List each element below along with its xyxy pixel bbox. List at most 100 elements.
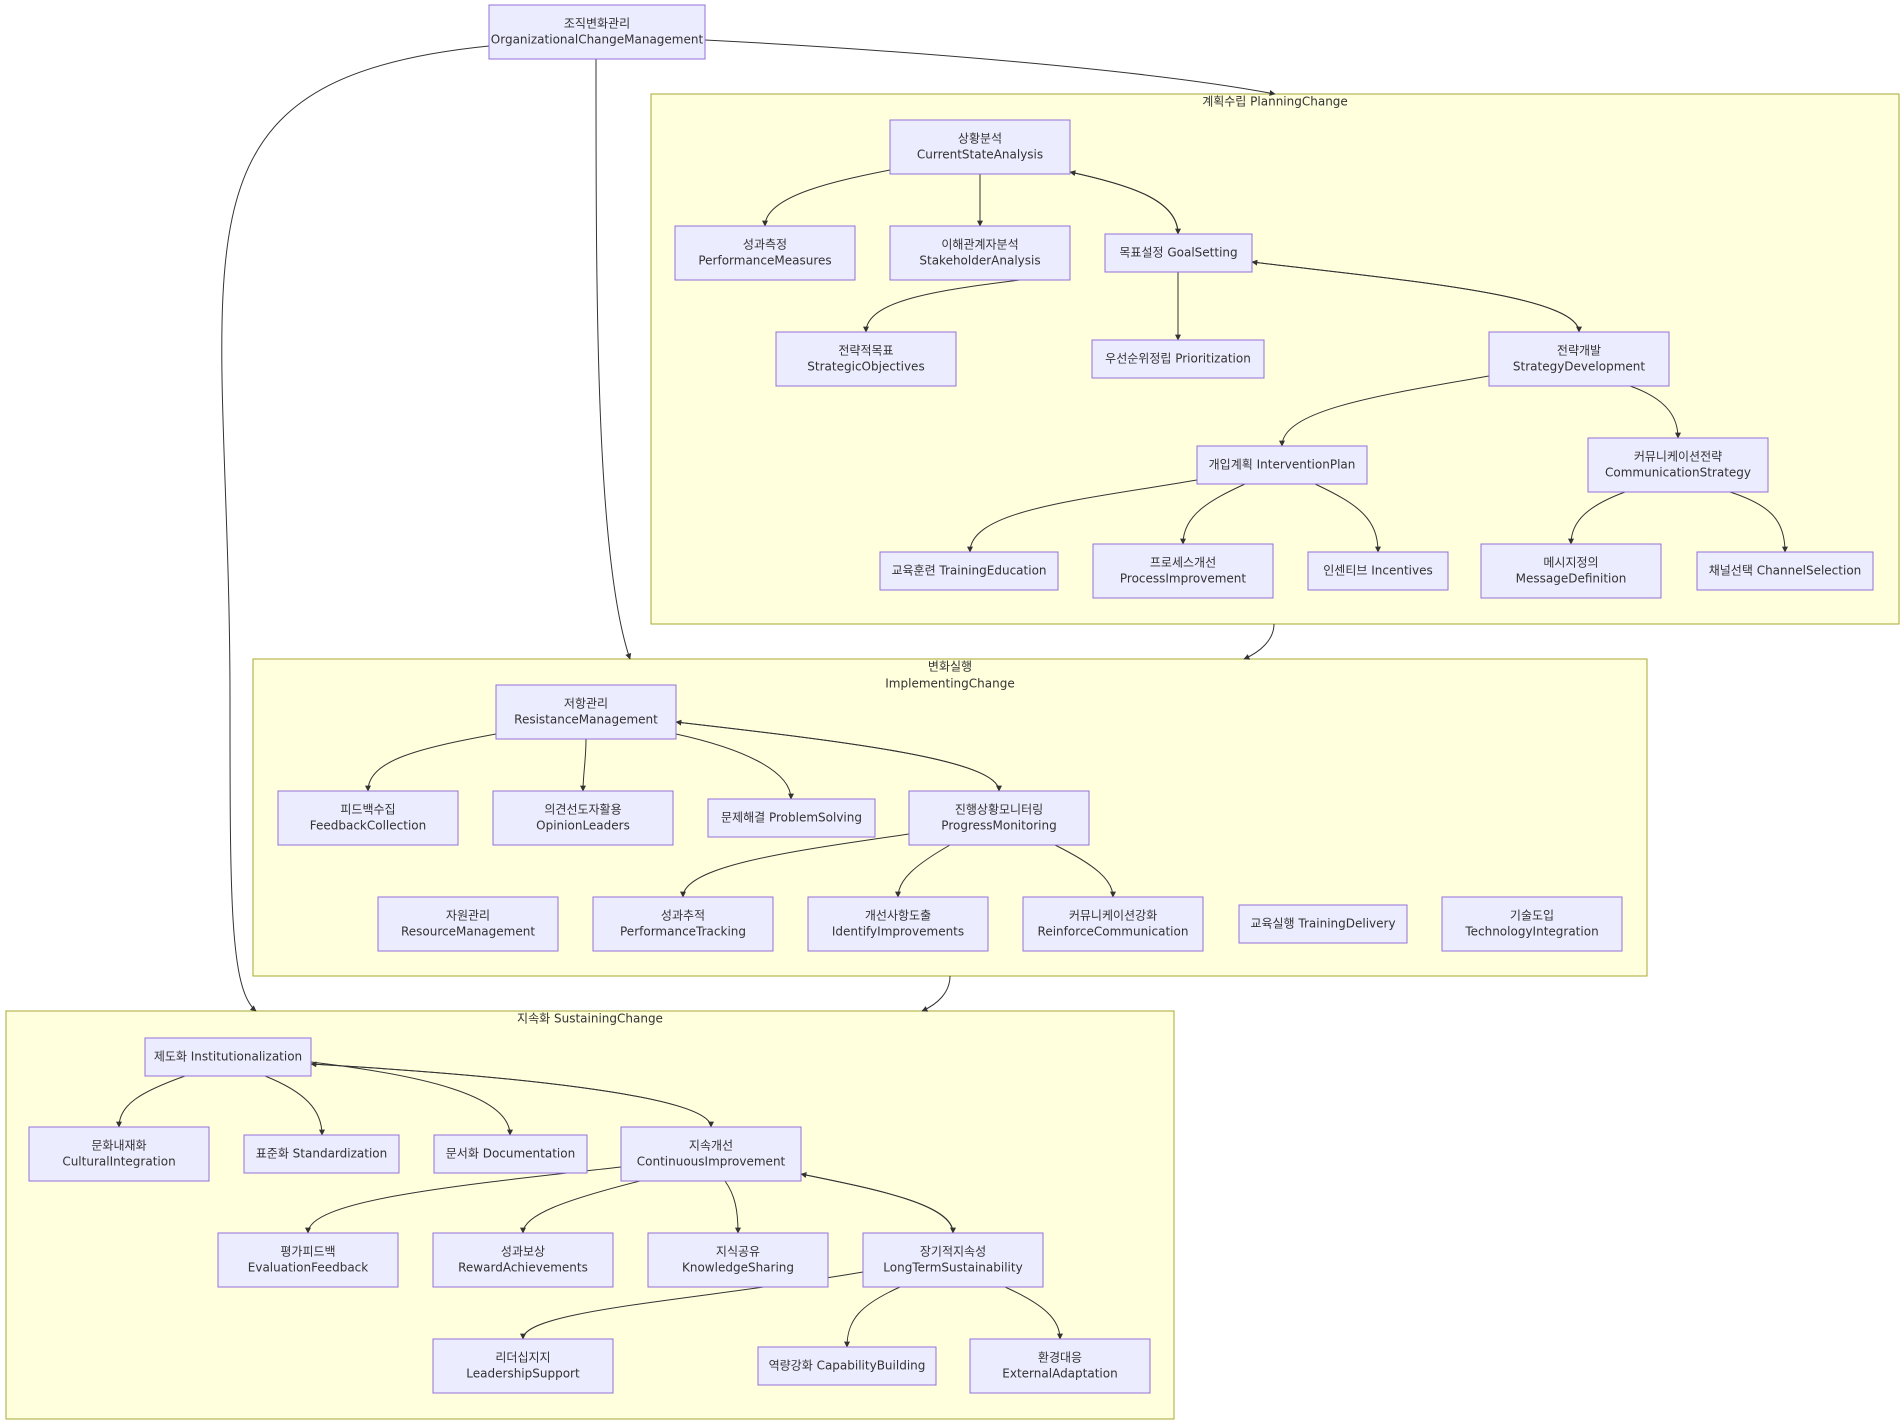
edge-institutionalization-to-documentation <box>310 1061 513 1136</box>
node-continuousImp-box <box>620 1126 802 1182</box>
node-incentives[interactable]: 인센티브 Incentives <box>1307 551 1449 591</box>
node-identifyImp-label: 개선사항도출 <box>865 909 931 923</box>
node-performanceMeasures-label: PerformanceMeasures <box>698 254 831 268</box>
node-culturalInt-label: CulturalIntegration <box>62 1155 175 1169</box>
edge-interventionPlan-to-incentives <box>1314 483 1381 553</box>
node-messageDef[interactable]: 메시지정의 MessageDefinition <box>1480 543 1662 599</box>
edge-progressMon-to-reinforceComm <box>1054 844 1116 898</box>
node-problemSolving-box <box>707 798 876 838</box>
node-commStrategy-box <box>1587 437 1769 493</box>
node-externalAdapt-box <box>969 1338 1151 1394</box>
node-currentState[interactable]: 상황분석 CurrentStateAnalysis <box>889 119 1071 175</box>
edge-root-to-implementing <box>595 58 632 660</box>
edge-resistanceMgmt-to-feedbackCol <box>365 733 497 792</box>
node-channelSel[interactable]: 채널선택 ChannelSelection <box>1696 551 1874 591</box>
node-perfTracking-label: PerformanceTracking <box>620 925 746 939</box>
node-perfTracking[interactable]: 성과추적 PerformanceTracking <box>592 896 774 952</box>
edge-commStrategy-to-channelSel <box>1729 491 1788 553</box>
node-prioritization-box <box>1091 339 1265 379</box>
node-leadershipSup-label: 리더십지지 <box>495 1351 550 1365</box>
node-performanceMeasures[interactable]: 성과측정 PerformanceMeasures <box>674 225 856 281</box>
node-perfTracking-label: 성과추적 <box>661 909 705 923</box>
node-reinforceComm-label: 커뮤니케이션강화 <box>1069 909 1157 923</box>
node-goalSetting-box <box>1104 233 1253 273</box>
node-externalAdapt-label: ExternalAdaptation <box>1002 1367 1117 1381</box>
node-messageDef-label: 메시지정의 <box>1543 556 1598 570</box>
node-resistanceMgmt-box <box>495 684 677 740</box>
node-feedbackCol-label: FeedbackCollection <box>310 819 427 833</box>
node-evalFeedback-label: 평가피드백 <box>280 1245 335 1259</box>
node-longTerm-box <box>862 1232 1044 1288</box>
node-identifyImp-box <box>807 896 989 952</box>
edge-longTerm-to-externalAdapt <box>1004 1286 1063 1340</box>
node-standardization[interactable]: 표준화 Standardization <box>243 1134 400 1174</box>
node-capabilityBuild-label: 역량강화 CapabilityBuilding <box>769 1359 926 1373</box>
node-identifyImp-label: IdentifyImprovements <box>832 925 964 939</box>
node-goalSetting[interactable]: 목표설정 GoalSetting <box>1104 233 1253 273</box>
node-stakeholder-box <box>889 225 1071 281</box>
node-institutionalization[interactable]: 제도화 Institutionalization <box>144 1037 312 1077</box>
node-feedbackCol-box <box>277 790 459 846</box>
node-evalFeedback-box <box>217 1232 399 1288</box>
node-opinionLeaders-label: OpinionLeaders <box>536 819 630 833</box>
node-continuousImp-label: 지속개선 <box>689 1139 733 1153</box>
node-trainingEducation-label: 교육훈련 TrainingEducation <box>891 564 1046 578</box>
edge-progressMon-to-perfTracking <box>680 833 910 898</box>
node-messageDef-label: MessageDefinition <box>1516 572 1627 586</box>
node-externalAdapt-label: 환경대응 <box>1038 1351 1082 1365</box>
node-documentation[interactable]: 문서화 Documentation <box>433 1134 588 1174</box>
node-performanceMeasures-label: 성과측정 <box>743 238 787 252</box>
node-incentives-box <box>1307 551 1449 591</box>
node-currentState-label: CurrentStateAnalysis <box>917 148 1043 162</box>
cluster-implementing-title: 변화실행 <box>928 659 972 674</box>
node-trainingDelivery[interactable]: 교육실행 TrainingDelivery <box>1238 904 1408 944</box>
node-interventionPlan-label: 개입계획 InterventionPlan <box>1209 458 1356 472</box>
node-continuousImp[interactable]: 지속개선 ContinuousImprovement <box>620 1126 802 1182</box>
node-root-label: OrganizationalChangeManagement <box>491 33 704 47</box>
node-leadershipSup-label: LeadershipSupport <box>466 1367 580 1381</box>
node-externalAdapt[interactable]: 환경대응 ExternalAdaptation <box>969 1338 1151 1394</box>
node-interventionPlan[interactable]: 개입계획 InterventionPlan <box>1196 445 1368 485</box>
node-messageDef-box <box>1480 543 1662 599</box>
node-feedbackCol[interactable]: 피드백수집 FeedbackCollection <box>277 790 459 846</box>
node-culturalInt-box <box>28 1126 210 1182</box>
edges-layer <box>116 39 1788 1348</box>
node-trainingEducation[interactable]: 교육훈련 TrainingEducation <box>879 551 1059 591</box>
node-problemSolving[interactable]: 문제해결 ProblemSolving <box>707 798 876 838</box>
node-feedbackCol-label: 피드백수집 <box>340 803 395 817</box>
edge-continuousImp-to-knowledgeShare <box>724 1180 741 1234</box>
node-strategicObjectives-label: StrategicObjectives <box>807 360 924 374</box>
node-prioritization[interactable]: 우선순위정립 Prioritization <box>1091 339 1265 379</box>
edge-continuousImp-to-institutionalization <box>310 1061 712 1128</box>
node-resourceMgmt-label: ResourceManagement <box>401 925 535 939</box>
node-currentState-label: 상황분석 <box>958 132 1002 146</box>
node-commStrategy-label: CommunicationStrategy <box>1605 466 1751 480</box>
node-continuousImp-label: ContinuousImprovement <box>637 1155 786 1169</box>
node-leadershipSup[interactable]: 리더십지지 LeadershipSupport <box>432 1338 614 1394</box>
edge-goalSetting-to-currentState <box>1069 170 1179 235</box>
node-techIntegration-label: 기술도입 <box>1510 909 1554 923</box>
node-processImprovement-label: ProcessImprovement <box>1120 572 1247 586</box>
node-resourceMgmt-box <box>377 896 559 952</box>
node-capabilityBuild[interactable]: 역량강화 CapabilityBuilding <box>757 1346 937 1386</box>
node-identifyImp[interactable]: 개선사항도출 IdentifyImprovements <box>807 896 989 952</box>
edge-root-to-sustaining <box>221 45 490 1012</box>
